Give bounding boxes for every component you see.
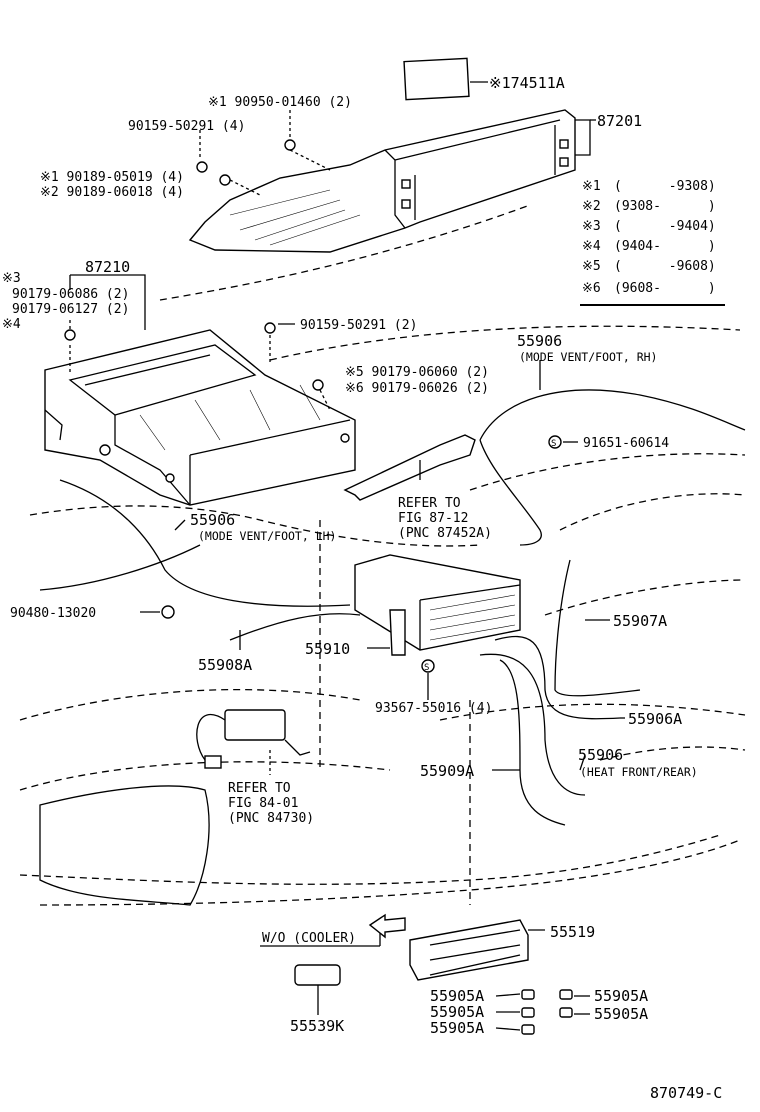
label-refer1-c: (PNC 87452A) — [398, 526, 492, 541]
label-55905a-2: 55905A — [430, 1003, 484, 1021]
legend-mark-5: ※5 — [582, 259, 601, 274]
label-55906-lh-note: (MODE VENT/FOOT, LH) — [198, 529, 336, 543]
label-91651-60614: 91651-60614 — [583, 436, 669, 451]
label-55907a: 55907A — [613, 612, 667, 630]
direction-arrow-icon — [368, 913, 406, 939]
label-s5-nut: ※5 90179-06060 (2) — [345, 365, 489, 380]
label-55905a-3: 55905A — [430, 1019, 484, 1037]
svg-text:S: S — [551, 439, 556, 449]
label-55905a-4: 55905A — [594, 987, 648, 1005]
label-s6-nut: ※6 90179-06026 (2) — [345, 381, 489, 396]
label-55910: 55910 — [305, 640, 350, 658]
legend-mark-2: ※2 — [582, 199, 601, 214]
label-s1-clip: ※1 90189-05019 (4) — [40, 170, 184, 185]
label-90179-06127: 90179-06127 (2) — [12, 302, 129, 317]
legend-mark-1: ※1 — [582, 179, 601, 194]
label-wo-cooler: W/O (COOLER) — [262, 931, 356, 946]
label-90159-50291-mid: 90159-50291 (2) — [300, 318, 417, 333]
label-sheet — [403, 57, 470, 101]
heater-unit-87210 — [44, 329, 356, 506]
label-90480-13020: 90480-13020 — [10, 606, 96, 621]
label-55905a-5: 55905A — [594, 1005, 648, 1023]
label-55539k: 55539K — [290, 1017, 344, 1035]
label-refer2-c: (PNC 84730) — [228, 811, 314, 826]
legend-range-5: ( -9608) — [614, 259, 716, 274]
label-87201: 87201 — [597, 112, 642, 130]
fasteners: S S — [64, 139, 562, 673]
legend-range-3: ( -9404) — [614, 219, 716, 234]
label-55908a: 55908A — [198, 656, 252, 674]
label-55905a-1: 55905A — [430, 987, 484, 1005]
legend-range-1: ( -9308) — [614, 179, 716, 194]
label-55906-rh-note: (MODE VENT/FOOT, RH) — [519, 350, 657, 364]
label-s4: ※4 — [2, 317, 21, 332]
label-55909a: 55909A — [420, 762, 474, 780]
legend: ※1 ( -9308) ※2 (9308- ) ※3 ( -9404) ※4 (… — [582, 179, 716, 296]
legend-mark-3: ※3 — [582, 219, 601, 234]
duct-87201 — [188, 109, 576, 253]
label-s1-bolt: ※1 90950-01460 (2) — [208, 95, 352, 110]
label-refer2-a: REFER TO — [228, 781, 291, 796]
label-55906-heat-note: (HEAT FRONT/REAR) — [580, 765, 698, 779]
label-refer2-b: FIG 84-01 — [228, 796, 298, 811]
label-55906-rh: 55906 — [517, 332, 562, 350]
label-90159-50291-top: 90159-50291 (4) — [128, 119, 245, 134]
control-panel-55519 — [409, 919, 529, 981]
label-87210: 87210 — [85, 258, 130, 276]
leader-lines — [69, 81, 625, 1031]
label-93567-55016: 93567-55016 (4) — [375, 701, 492, 716]
label-s2-clip: ※2 90189-06018 (4) — [40, 185, 184, 200]
harness-connector — [196, 709, 311, 769]
label-refer1-a: REFER TO — [398, 496, 461, 511]
legend-range-2: (9308- ) — [614, 199, 716, 214]
bracket — [343, 434, 476, 501]
knob-set-55905a — [521, 989, 573, 1035]
body-outlines — [19, 204, 746, 906]
label-90179-06086: 90179-06086 (2) — [12, 287, 129, 302]
legend-mark-6: ※6 — [582, 281, 601, 296]
label-174511a: ※174511A — [489, 74, 565, 92]
legend-range-4: (9404- ) — [614, 239, 716, 254]
knob-55539k — [294, 964, 341, 986]
label-55906a: 55906A — [628, 710, 682, 728]
svg-text:S: S — [424, 663, 429, 673]
legend-mark-4: ※4 — [582, 239, 601, 254]
label-55519: 55519 — [550, 923, 595, 941]
label-refer1-b: FIG 87-12 — [398, 511, 468, 526]
label-55906-heat: 55906 — [578, 746, 623, 764]
vent-assembly-55910 — [354, 554, 521, 656]
legend-range-6: (9608- ) — [614, 281, 716, 296]
label-s3: ※3 — [2, 271, 21, 286]
diagram-code: 870749-C — [650, 1084, 722, 1102]
label-55906-lh: 55906 — [190, 511, 235, 529]
